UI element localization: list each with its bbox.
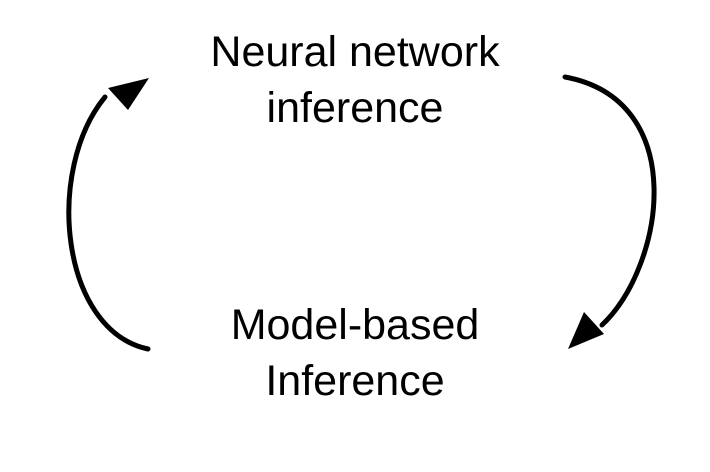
node-label-line: Model-based <box>230 301 480 349</box>
arrowhead-top-left <box>108 78 149 110</box>
node-label-line: Neural network <box>210 28 500 76</box>
node-neural-network-inference: Neural network inference <box>155 24 555 136</box>
node-model-based-inference: Model-based Inference <box>155 297 555 409</box>
arrow-bottom-to-top <box>66 94 151 352</box>
node-label-line: inference <box>266 84 444 132</box>
arrow-top-to-bottom <box>562 74 657 328</box>
node-label-line: Inference <box>265 357 445 405</box>
arrowhead-bottom-right <box>568 312 604 349</box>
